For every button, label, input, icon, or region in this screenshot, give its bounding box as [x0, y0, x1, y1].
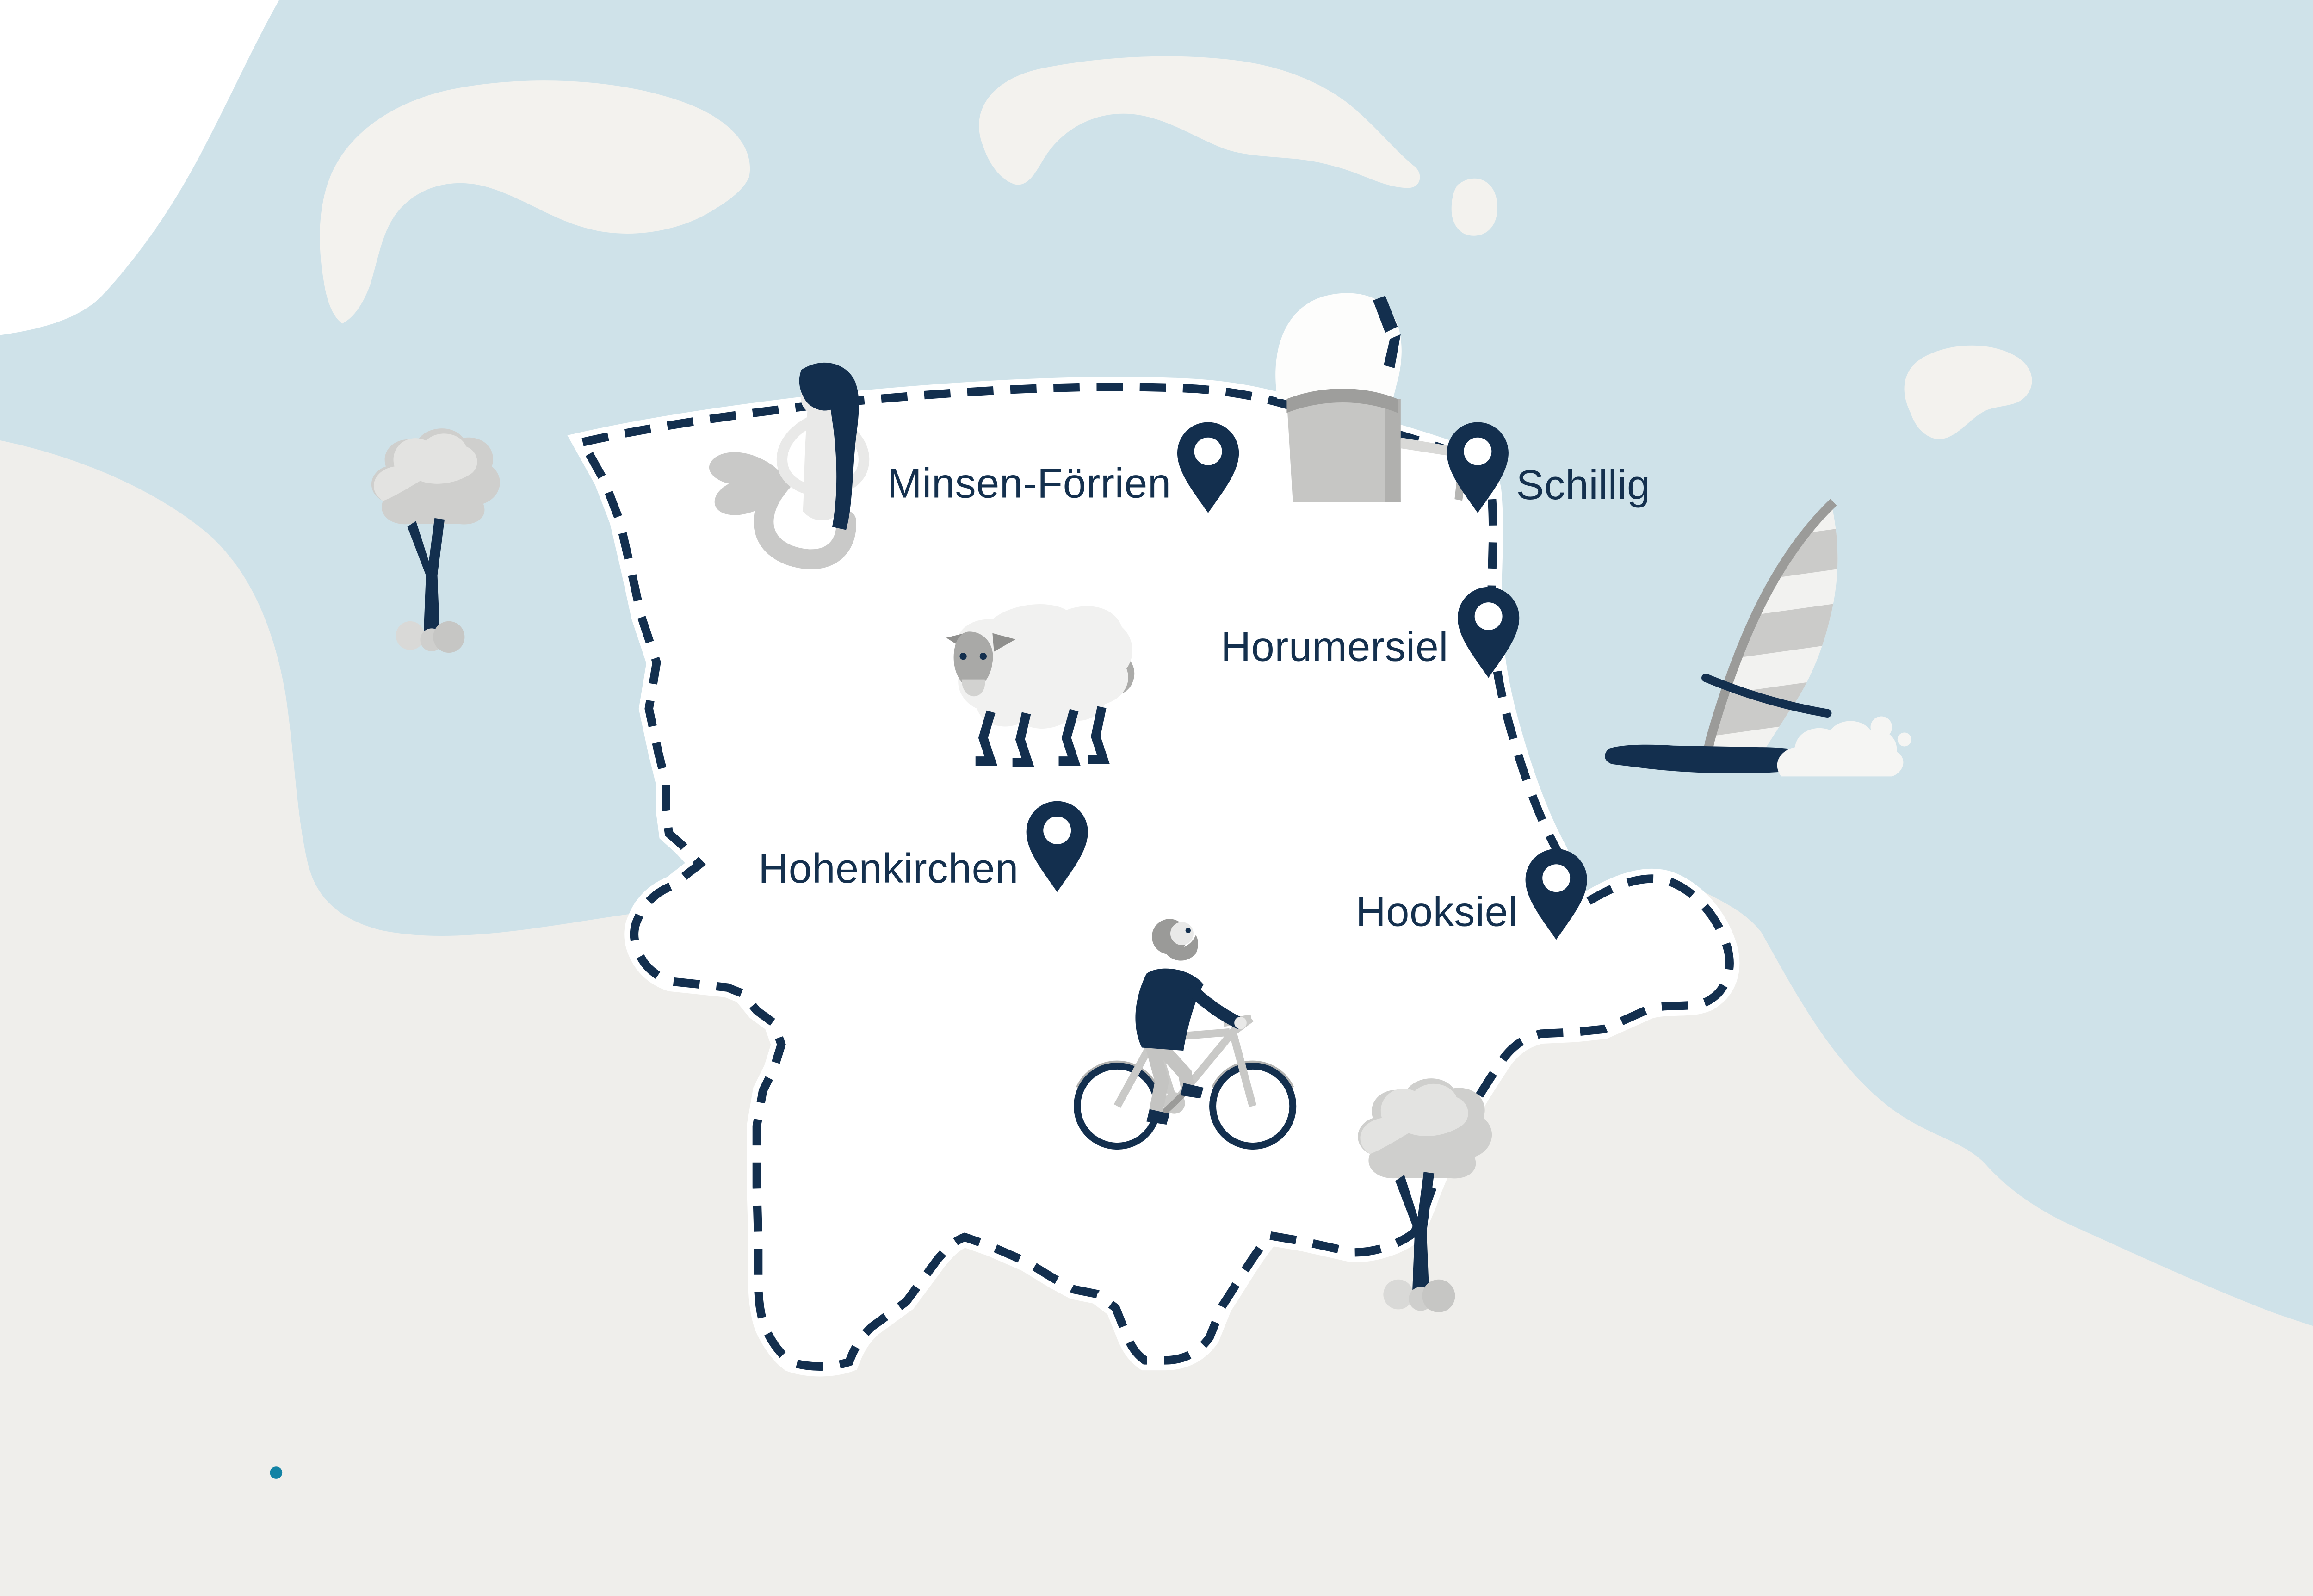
mast [1700, 499, 1837, 768]
mermaid-tail [754, 470, 856, 569]
cyclist-leg [1145, 1040, 1169, 1120]
sheep-leg [1058, 709, 1081, 766]
mermaid-arm-left [776, 415, 821, 495]
beach-chair-hood [1275, 293, 1402, 399]
island-east [1904, 345, 2032, 439]
beach-chair-body [1286, 399, 1401, 502]
sheep-leg [1012, 712, 1034, 767]
cyclist-beard [1162, 935, 1198, 961]
cyclist-hand [1234, 1016, 1247, 1029]
beach-chair-icon [1275, 293, 1472, 502]
beach-chair-trim [1286, 389, 1398, 413]
landmass-top-left [0, 0, 279, 335]
cyclist-icon [1074, 919, 1297, 1150]
cyclist-shoe [1180, 1083, 1204, 1099]
mermaid-eye [805, 392, 810, 397]
teal-dot [270, 1466, 283, 1479]
cyclist-face [1170, 922, 1194, 946]
sheep-body [957, 604, 1132, 729]
beach-chair-side [1385, 399, 1401, 502]
sheep-leg [975, 710, 997, 766]
place-label-schillig[interactable]: Schillig [1516, 462, 1651, 508]
island-middle [979, 56, 1420, 188]
island-west [320, 80, 750, 324]
beach-chair-stripe [1384, 334, 1401, 368]
sheep-eye [959, 652, 967, 660]
cyclist-shoe [1146, 1109, 1170, 1125]
cyclist-arm [1188, 986, 1245, 1029]
sheep-icon [946, 604, 1135, 767]
windsurf-board-icon [1605, 499, 1911, 777]
sheep-head [953, 631, 993, 690]
mermaid-icon [709, 362, 870, 569]
board [1605, 744, 1830, 773]
boom [1701, 674, 1832, 718]
mermaid-hair [799, 362, 859, 530]
place-label-hohenkirchen[interactable]: Hohenkirchen [758, 846, 1019, 892]
sheep-eye [979, 652, 987, 660]
place-label-horumersiel[interactable]: Horumersiel [1221, 624, 1448, 670]
island-small [1451, 178, 1497, 236]
sheep-muzzle [961, 679, 985, 697]
sheep-leg [1088, 706, 1110, 764]
beach-chair-stripe [1373, 296, 1398, 333]
sea-foam [1777, 716, 1911, 777]
cyclist-torso [1135, 968, 1204, 1051]
bike-wheel [1209, 1062, 1297, 1150]
mermaid-fluke [709, 452, 788, 515]
cyclist-eye [1185, 928, 1191, 934]
place-label-minsen-foerrien[interactable]: Minsen-Förrien [887, 461, 1171, 507]
place-label-hooksiel[interactable]: Hooksiel [1356, 889, 1518, 935]
